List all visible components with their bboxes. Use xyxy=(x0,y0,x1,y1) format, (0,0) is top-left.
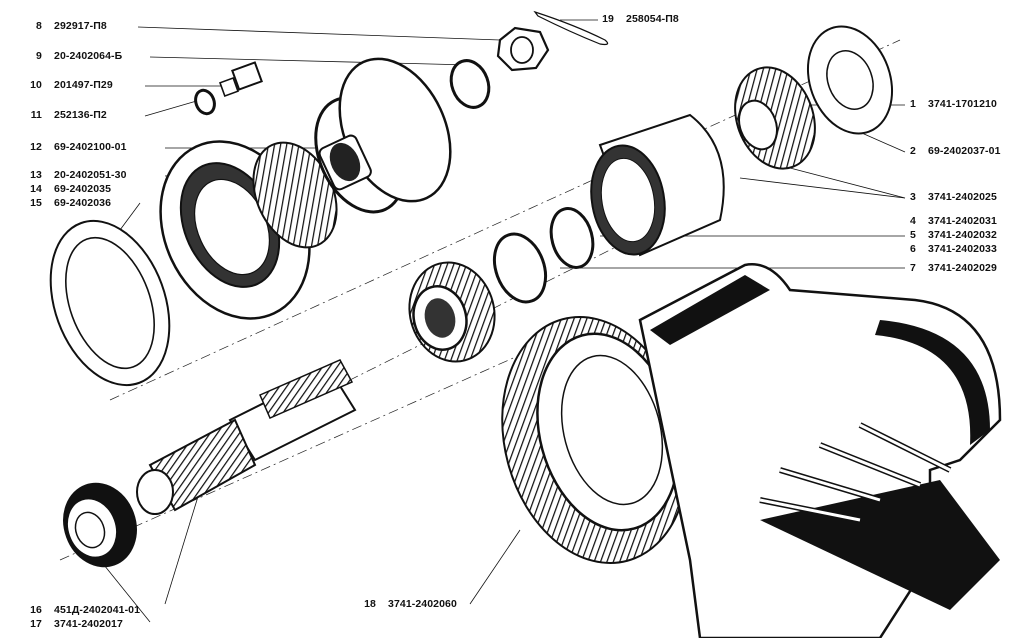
part-code: 292917-П8 xyxy=(54,20,107,32)
callout-18: 18 3741-2402060 xyxy=(358,598,457,610)
callout-number: 13 xyxy=(30,169,42,181)
part-tapered-bearing xyxy=(408,261,496,363)
callout-5: 5 3741-2402032 xyxy=(902,229,997,241)
callout-2: 2 69-2402037-01 xyxy=(902,145,1001,157)
callout-number: 6 xyxy=(910,243,916,255)
part-code: 3741-2402060 xyxy=(388,598,457,610)
part-code: 20-2402051-30 xyxy=(54,169,127,181)
part-code: 451Д-2402041-01 xyxy=(54,604,141,616)
part-code: 69-2402100-01 xyxy=(54,141,127,153)
part-code: 3741-2402029 xyxy=(928,262,997,274)
callout-number: 7 xyxy=(910,262,916,274)
callout-number: 5 xyxy=(910,229,916,241)
callout-number: 18 xyxy=(364,598,376,610)
callout-4: 4 3741-2402031 xyxy=(902,215,997,227)
callout-number: 16 xyxy=(30,604,42,616)
callout-number: 9 xyxy=(36,50,42,62)
part-small-hardware xyxy=(194,10,609,116)
callout-12: 12 69-2402100-01 xyxy=(24,141,127,153)
callout-number: 3 xyxy=(910,191,916,203)
part-code: 3741-2402032 xyxy=(928,229,997,241)
part-crown-gear xyxy=(501,316,689,564)
callout-number: 12 xyxy=(30,141,42,153)
callout-10: 10 201497-П29 xyxy=(24,79,113,91)
callout-number: 19 xyxy=(602,13,614,25)
callout-number: 10 xyxy=(30,79,42,91)
part-code: 252136-П2 xyxy=(54,109,107,121)
callout-7: 7 3741-2402029 xyxy=(902,262,997,274)
callout-number: 4 xyxy=(910,215,916,227)
callout-number: 8 xyxy=(36,20,42,32)
callout-1: 1 3741-1701210 xyxy=(902,98,997,110)
callout-6: 6 3741-2402033 xyxy=(902,243,997,255)
callout-number: 1 xyxy=(910,98,916,110)
part-gasket xyxy=(49,219,171,387)
callout-16: 16 451Д-2402041-01 xyxy=(24,604,140,616)
part-code: 3741-2402025 xyxy=(928,191,997,203)
part-code: 69-2402035 xyxy=(54,183,112,195)
callout-15: 15 69-2402036 xyxy=(24,197,111,209)
callout-number: 15 xyxy=(30,197,42,209)
callout-number: 14 xyxy=(30,183,42,195)
callout-number: 11 xyxy=(30,109,42,121)
part-pinion-shaft xyxy=(136,359,357,515)
part-code: 3741-2402033 xyxy=(928,243,997,255)
callout-19: 19 258054-П8 xyxy=(600,13,679,25)
part-code: 258054-П8 xyxy=(626,13,679,25)
callout-11: 11 252136-П2 xyxy=(24,109,107,121)
part-flange-hub xyxy=(252,57,452,249)
callout-14: 14 69-2402035 xyxy=(24,183,111,195)
part-code: 3741-1701210 xyxy=(928,98,997,110)
part-code: 3741-2402031 xyxy=(928,215,997,227)
part-code: 201497-П29 xyxy=(54,79,113,91)
callout-3: 3 3741-2402025 xyxy=(902,191,997,203)
part-code: 3741-2402017 xyxy=(54,618,123,630)
callout-13: 13 20-2402051-30 xyxy=(24,169,127,181)
callout-9: 9 20-2402064-Б xyxy=(24,50,122,62)
part-code: 69-2402036 xyxy=(54,197,112,209)
callout-number: 2 xyxy=(910,145,916,157)
part-roller-bearing xyxy=(63,482,137,568)
callout-17: 17 3741-2402017 xyxy=(24,618,123,630)
callout-8: 8 292917-П8 xyxy=(24,20,107,32)
part-code: 20-2402064-Б xyxy=(54,50,123,62)
part-axle-housing xyxy=(638,263,1002,640)
part-bearing-stack xyxy=(492,25,894,304)
part-code: 69-2402037-01 xyxy=(928,145,1001,157)
callout-number: 17 xyxy=(30,618,42,630)
